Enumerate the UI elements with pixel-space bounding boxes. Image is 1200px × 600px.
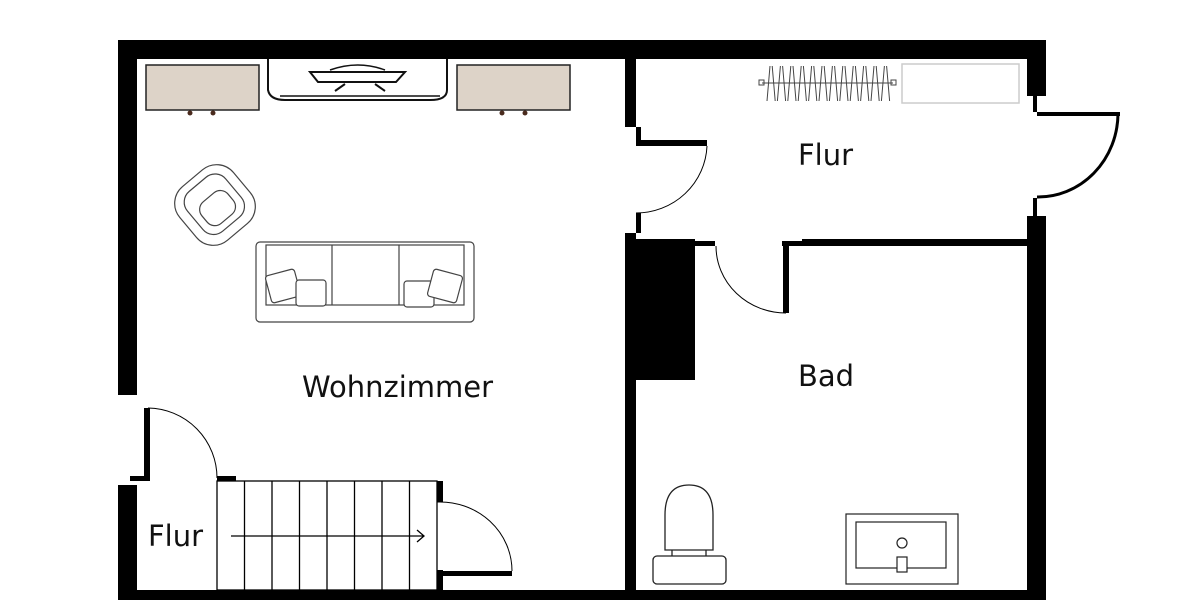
door-stairs <box>436 481 513 590</box>
stair-arrow <box>231 529 425 543</box>
radiator <box>758 65 897 102</box>
cabinet-right <box>456 64 571 116</box>
armchair <box>174 164 256 246</box>
sofa <box>255 241 475 323</box>
cabinet-left <box>145 64 260 116</box>
door-hall-top <box>625 127 708 233</box>
sink <box>845 513 959 585</box>
tv-console <box>267 59 448 101</box>
shoe-cabinet <box>901 63 1020 104</box>
radiator-fins <box>766 65 891 102</box>
room-label-living: Wohnzimmer <box>302 370 494 404</box>
staircase <box>216 480 438 591</box>
door-entrance <box>1027 96 1120 216</box>
walls <box>118 40 1046 600</box>
door-bath <box>695 239 802 314</box>
toilet <box>652 484 727 585</box>
door-hall-bottom <box>118 395 236 485</box>
room-label-hall-top: Flur <box>798 138 854 172</box>
room-label-bath: Bad <box>798 359 855 393</box>
room-label-hall-bottom: Flur <box>148 519 204 553</box>
